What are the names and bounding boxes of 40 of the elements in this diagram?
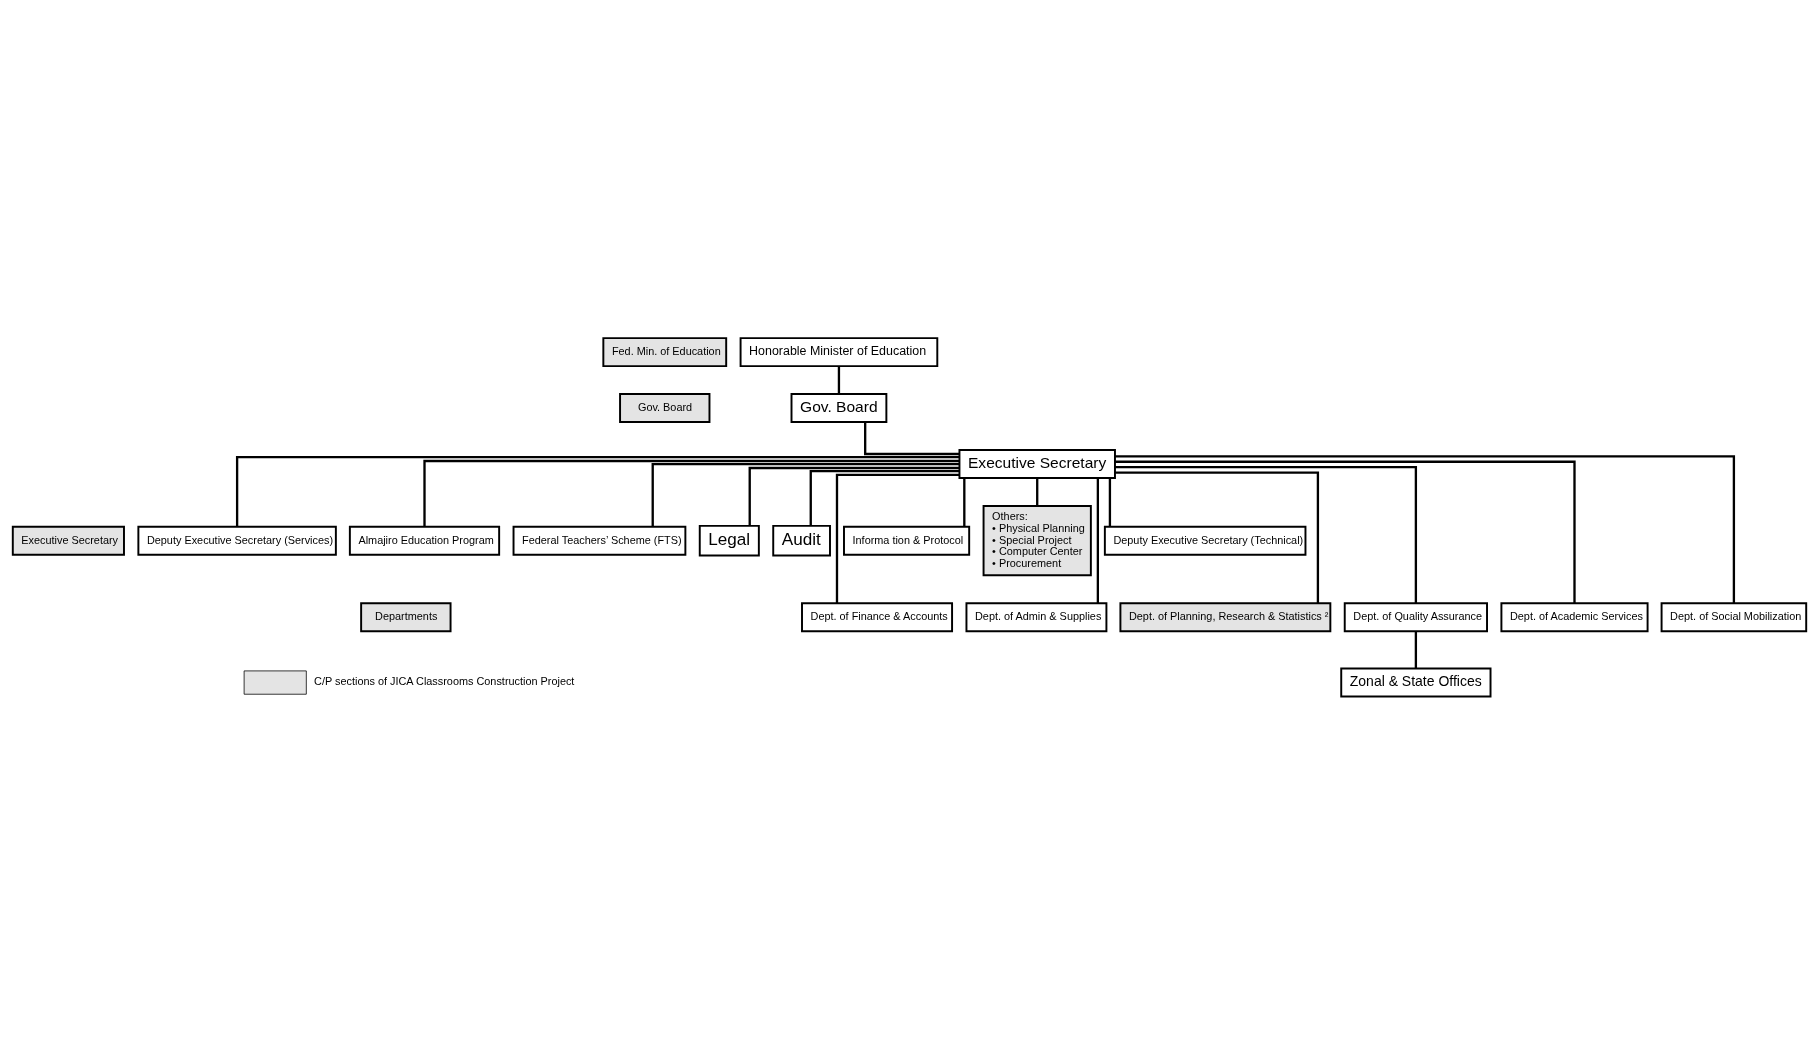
connector	[1036, 478, 1039, 506]
connector	[809, 469, 960, 526]
node-box: Legal	[698, 524, 760, 557]
legend-label: C/P sections of JICA Classrooms Construction Project	[314, 675, 575, 688]
node-box: Gov. Board	[619, 393, 711, 424]
node-box: Executive Secretary	[958, 449, 1116, 480]
connector	[1414, 631, 1418, 669]
node-box: Zonal & State Offices	[1340, 667, 1492, 698]
node-box: Dept. of Social Mobilization	[1660, 602, 1808, 633]
node-box: Others: • Physical Planning • Special Project • Computer Center • Procurement	[982, 505, 1092, 577]
node-box: Executive Secretary	[11, 525, 125, 556]
connector	[963, 478, 966, 527]
node-box: Informa tion & Protocol	[843, 525, 971, 556]
connector	[651, 462, 960, 527]
connector	[1115, 460, 1576, 604]
connector	[1115, 471, 1320, 604]
connector	[1108, 478, 1112, 527]
connector	[837, 366, 841, 394]
node-box: Dept. of Academic Services	[1500, 602, 1649, 633]
node-box: Federal Teachers’ Scheme (FTS)	[512, 525, 687, 556]
node-box: Almajiro Education Program	[348, 525, 501, 556]
node-box: Dept. of Quality Assurance	[1343, 602, 1488, 633]
connector	[748, 466, 960, 526]
node-box: Deputy Executive Secretary (Technical)	[1103, 525, 1307, 556]
node-box: Deputy Executive Secretary (Services)	[137, 525, 337, 556]
connector	[235, 455, 960, 527]
node-box: Audit	[772, 524, 831, 557]
node-box: Departments	[360, 602, 452, 633]
node-box: Dept. of Finance & Accounts	[801, 602, 954, 633]
node-box: Fed. Min. of Education	[602, 337, 728, 368]
node-box: Honorable Minister of Education	[739, 337, 939, 368]
node-box: Dept. of Planning, Research & Statistics ²	[1119, 602, 1332, 633]
connector	[1115, 466, 1418, 604]
connector	[1096, 478, 1100, 604]
connector	[835, 473, 960, 604]
connector	[1115, 455, 1736, 604]
node-box: Dept. of Admin & Supplies	[965, 602, 1108, 633]
connector	[423, 459, 960, 527]
node-box: Gov. Board	[790, 393, 888, 424]
connector	[864, 422, 960, 456]
